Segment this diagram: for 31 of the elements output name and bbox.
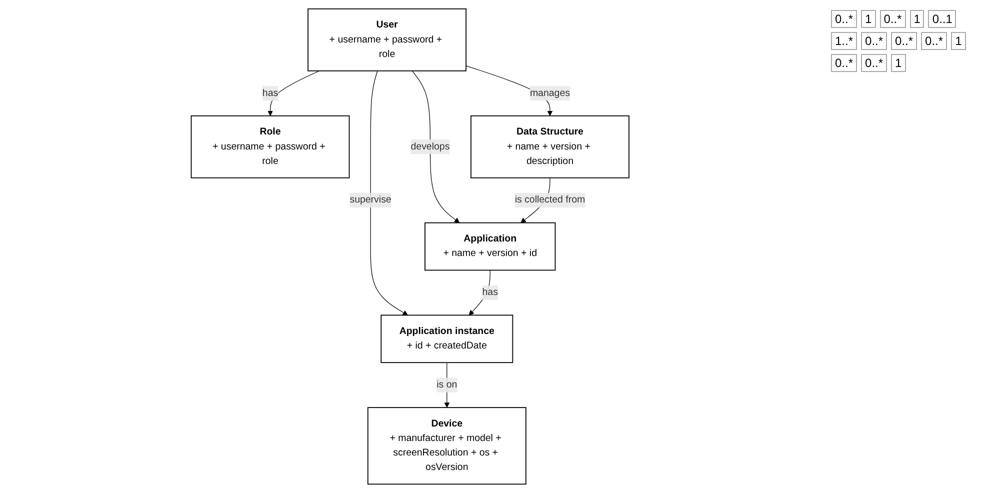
multiplicity-label: 1..* [831, 32, 858, 50]
arrow [268, 70, 320, 116]
arrow [469, 270, 491, 316]
node-box: Data Structure + name + version + description [470, 115, 630, 178]
multiplicity-label: 1 [910, 10, 924, 28]
arrow [444, 362, 450, 408]
edge-label: is collected from [515, 194, 586, 206]
node-box: Device + manufacturer + model + screenResolution + os + osVersion [368, 407, 527, 485]
multiplicity-label: 0..1 [928, 10, 956, 28]
multiplicity-label: 0..* [880, 10, 906, 28]
multiplicity-label: 0..* [861, 32, 888, 50]
edge-label: supervise [350, 194, 392, 206]
multiplicity-label: 0..* [921, 32, 948, 50]
node-box: Application + name + version + id [424, 222, 556, 271]
node-box: Role + username + password + role [191, 115, 350, 178]
edge-label: manages [530, 88, 570, 98]
multiplicity-label: 0..* [861, 54, 888, 72]
edge-label: is on [437, 380, 458, 390]
edge-label: has [262, 88, 278, 98]
node-box: User + username + password + role [308, 8, 467, 72]
multiplicity-label: 1 [951, 32, 966, 50]
edge-label: has [482, 287, 498, 298]
edge-label: develops [411, 141, 450, 152]
multiplicity-label: 0..* [831, 54, 858, 72]
node-box: Application instance + id + createdDate [381, 314, 514, 364]
arrow [412, 70, 460, 224]
multiplicity-label: 1 [861, 10, 876, 28]
multiplicity-label: 0..* [891, 32, 918, 50]
arrow [370, 70, 408, 316]
multiplicity-label: 0..* [831, 10, 858, 28]
multiplicity-label: 1 [891, 54, 906, 72]
